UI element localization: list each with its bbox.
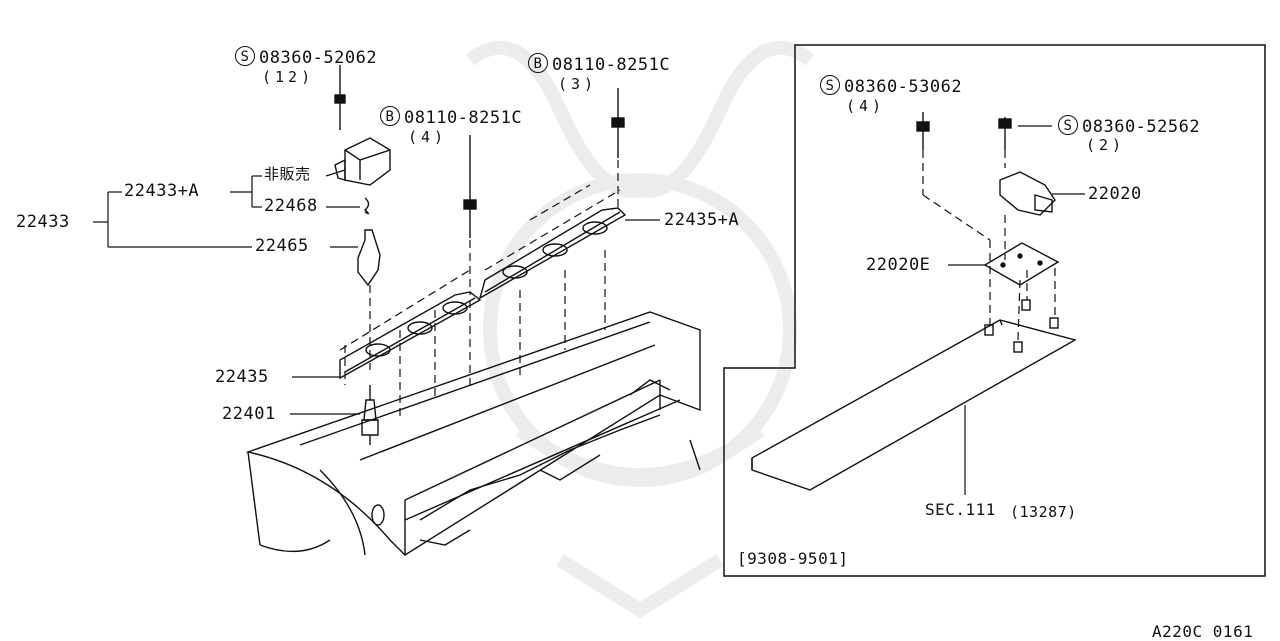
inset-leader-lines [948, 125, 1085, 495]
cover-bolt-3-number: 08110-8251C [552, 55, 671, 75]
watermark-emblem [465, 40, 815, 619]
cover-a-label[interactable]: 22435+A [664, 210, 740, 230]
coil-bolt-number: 08360-52062 [259, 48, 378, 68]
inset-screw-right-qty: (2) [1086, 136, 1126, 154]
coil-sub-label[interactable]: 22433+A [124, 181, 200, 201]
inset-frame [723, 44, 1266, 577]
s-symbol: S [235, 46, 255, 66]
ignition-coil-illustration [334, 65, 391, 287]
spring-label[interactable]: 22468 [264, 196, 318, 216]
s-symbol: S [1058, 115, 1078, 135]
not-for-sale-label: 非販売 [264, 165, 311, 183]
s-symbol: S [820, 75, 840, 95]
cover-label[interactable]: 22435 [215, 367, 269, 387]
sensor-label[interactable]: 22020 [1088, 184, 1142, 204]
boot-label[interactable]: 22465 [255, 236, 309, 256]
section-ref-label: (13287) [1010, 503, 1077, 521]
crank-sensor-illustration [751, 112, 1077, 491]
b-symbol: B [380, 106, 400, 126]
section-label[interactable]: SEC.111 [925, 500, 996, 519]
leader-lines [93, 169, 660, 415]
inset-screw-right-number: 08360-52562 [1082, 117, 1201, 137]
coil-cover-illustration [339, 291, 482, 380]
coil-bolt-qty: (12) [262, 68, 315, 86]
drawing-code: A220C 0161 [1152, 622, 1254, 641]
inset-screw-left-number: 08360-53062 [844, 77, 963, 97]
bracket-label[interactable]: 22020E [866, 255, 931, 275]
b-symbol: B [528, 53, 548, 73]
coil-assy-label[interactable]: 22433 [16, 212, 70, 232]
cover-bolt-4-qty: (4) [408, 128, 448, 146]
guide-lines [339, 160, 621, 420]
cover-bolt-illustration [463, 88, 625, 238]
spark-plug-illustration [361, 385, 379, 445]
date-range-label: [9308-9501] [737, 549, 849, 568]
cylinder-head-illustration [245, 311, 701, 556]
inset-guide-lines [922, 150, 1056, 341]
cover-bolt-4-number: 08110-8251C [404, 108, 523, 128]
inset-screw-left-qty: (4) [846, 97, 886, 115]
coil-cover-a-illustration [478, 207, 627, 300]
spark-plug-label[interactable]: 22401 [222, 404, 276, 424]
cover-bolt-3-qty: (3) [558, 75, 598, 93]
